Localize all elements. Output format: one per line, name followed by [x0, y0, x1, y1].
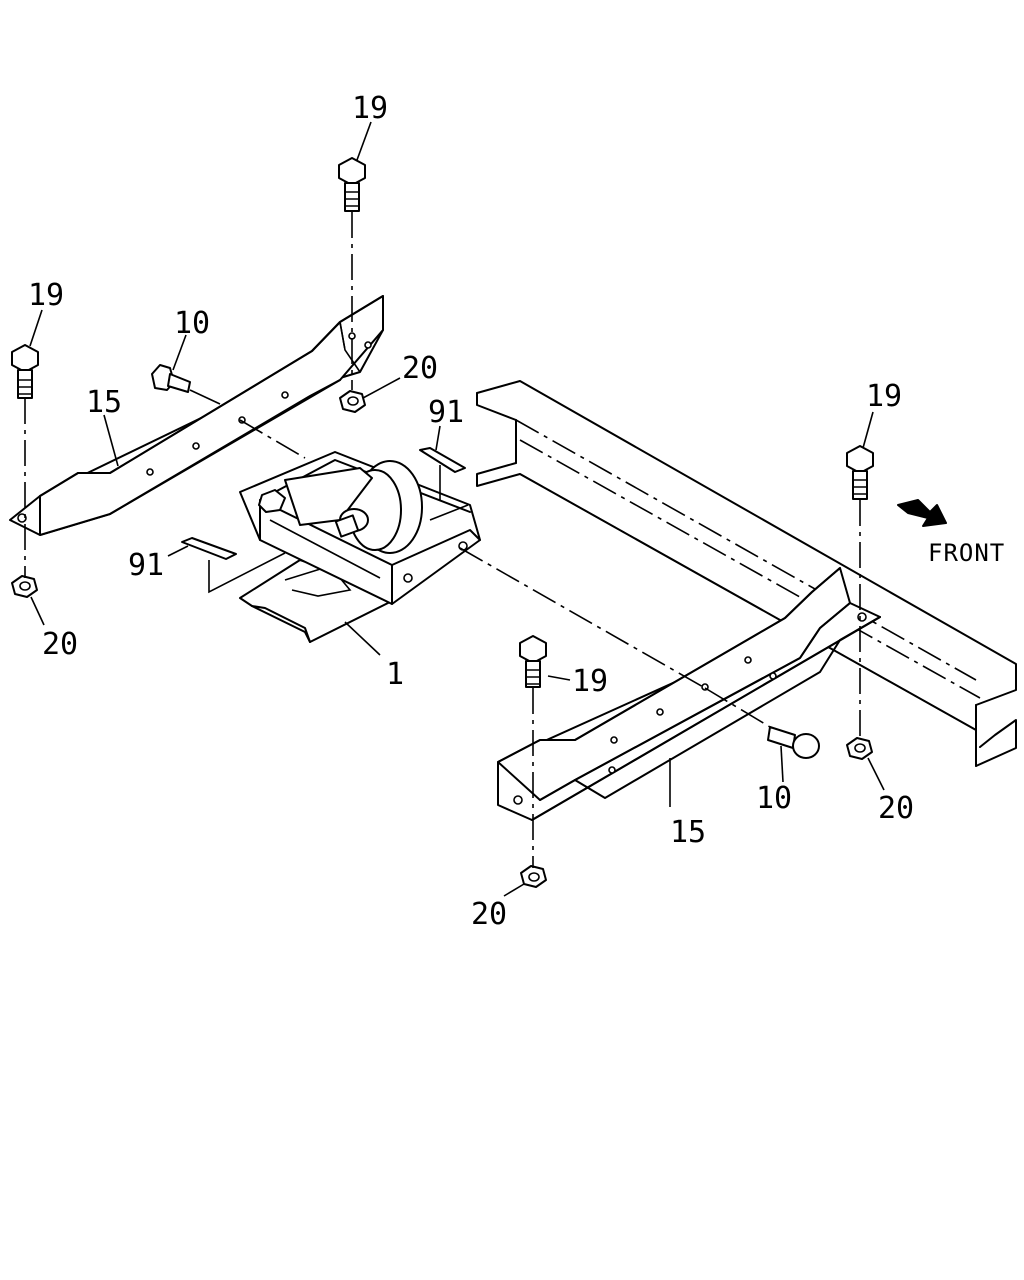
callout-19-top: 19: [352, 91, 388, 126]
bolt-19-right: [846, 445, 874, 500]
callout-20-top: 20: [402, 351, 438, 386]
bolt-10-left: [151, 364, 191, 393]
callout-20-bottom: 20: [471, 897, 507, 932]
bolt-19-top: [338, 157, 366, 212]
nut-20-left: [11, 575, 38, 598]
nut-20-top: [339, 390, 366, 413]
shim-left: [181, 537, 237, 560]
bolt-10-right: [767, 726, 820, 759]
callout-19-right: 19: [866, 379, 902, 414]
callout-20-right: 20: [878, 791, 914, 826]
arrow-icon: [897, 499, 947, 527]
mount-bracket: [239, 451, 481, 643]
callout-10-left: 10: [174, 306, 210, 341]
callout-1: 1: [386, 657, 404, 692]
right-bracket: [497, 567, 881, 821]
callout-20-left: 20: [42, 627, 78, 662]
front-label: FRONT: [928, 539, 1005, 567]
callout-19-mid: 19: [572, 664, 608, 699]
callout-15-right: 15: [670, 815, 706, 850]
callout-10-right: 10: [756, 781, 792, 816]
nut-20-right: [846, 737, 873, 760]
assembly-lines: [24, 212, 861, 868]
callout-leaders: [29, 121, 885, 897]
bolt-19-mid: [519, 635, 547, 688]
callout-91-left: 91: [128, 548, 164, 583]
callout-91-top: 91: [428, 395, 464, 430]
shim-top: [419, 447, 466, 473]
front-indicator: FRONT: [897, 499, 1005, 567]
callout-15-left: 15: [86, 385, 122, 420]
callout-19-left: 19: [28, 278, 64, 313]
left-bracket: [9, 295, 384, 536]
nut-20-bottom: [520, 865, 547, 888]
bolt-19-left: [11, 344, 39, 399]
frame-rail: [476, 380, 1017, 767]
